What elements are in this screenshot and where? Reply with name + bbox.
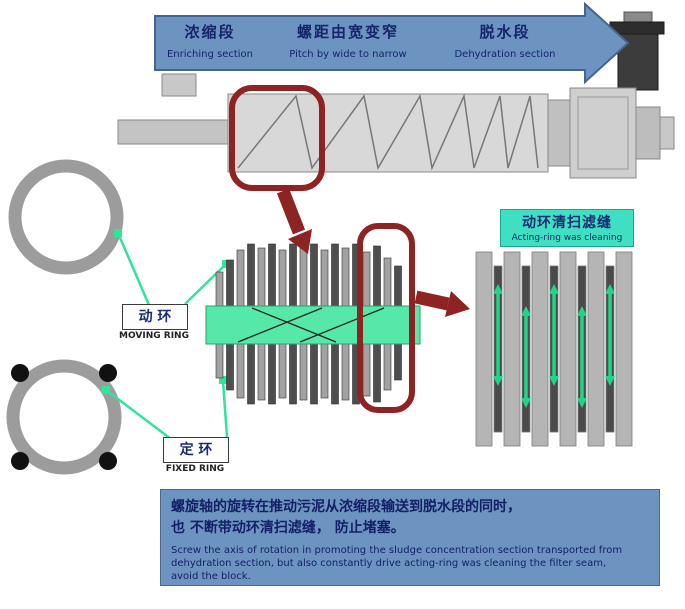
section-dehydration-en: Dehydration section	[454, 49, 556, 60]
description-en-line2: dehydration section, but also constantly…	[171, 558, 607, 570]
zoom-arrow-left	[276, 188, 312, 254]
cleaning-label-zh: 动环清扫滤缝	[522, 215, 612, 231]
section-pitch-zh: 螺距由宽变窄	[296, 23, 400, 41]
fixed-ring-label: 定 环	[163, 437, 229, 463]
section-enriching-en: Enriching section	[166, 49, 254, 60]
zoom-arrow-right	[414, 290, 470, 317]
description-en-line1: Screw the axis of rotation in promoting …	[171, 545, 623, 556]
cleaning-label: 动环清扫滤缝 Acting-ring was cleaning	[500, 209, 634, 247]
moving-ring-caption: MOVING RING	[119, 331, 189, 341]
connector-lines	[102, 229, 230, 440]
moving-ring-label: 动 环	[122, 304, 188, 330]
description-box: 螺旋轴的旋转在推动污泥从浓缩段输送到脱水段的同时， 也 不断带动环清扫滤缝， 防…	[160, 489, 660, 586]
description-zh-line1: 螺旋轴的旋转在推动污泥从浓缩段输送到脱水段的同时，	[171, 499, 521, 515]
cleaning-motion-arrows	[493, 284, 615, 408]
fixed-ring-caption: FIXED RING	[165, 464, 225, 474]
cleaning-ring-stack	[475, 251, 633, 447]
detail-highlight-right	[357, 223, 415, 413]
fixed-ring-photo	[6, 359, 122, 475]
description-zh-line2: 也 不断带动环清扫滤缝， 防止堵塞。	[171, 520, 405, 536]
section-enriching-zh: 浓缩段	[184, 23, 236, 41]
detail-highlight-left	[229, 85, 325, 191]
screw-band	[205, 305, 421, 345]
process-arrow	[154, 1, 630, 85]
section-dehydration-zh: 脱水段	[479, 23, 531, 41]
section-pitch-en: Pitch by wide to narrow	[289, 49, 407, 60]
screw-flights	[237, 93, 539, 171]
moving-ring-photo	[8, 159, 124, 275]
screw-conveyor	[117, 11, 675, 179]
description-en-line3: avoid the block.	[171, 571, 251, 583]
cleaning-label-en: Acting-ring was cleaning	[511, 233, 623, 243]
